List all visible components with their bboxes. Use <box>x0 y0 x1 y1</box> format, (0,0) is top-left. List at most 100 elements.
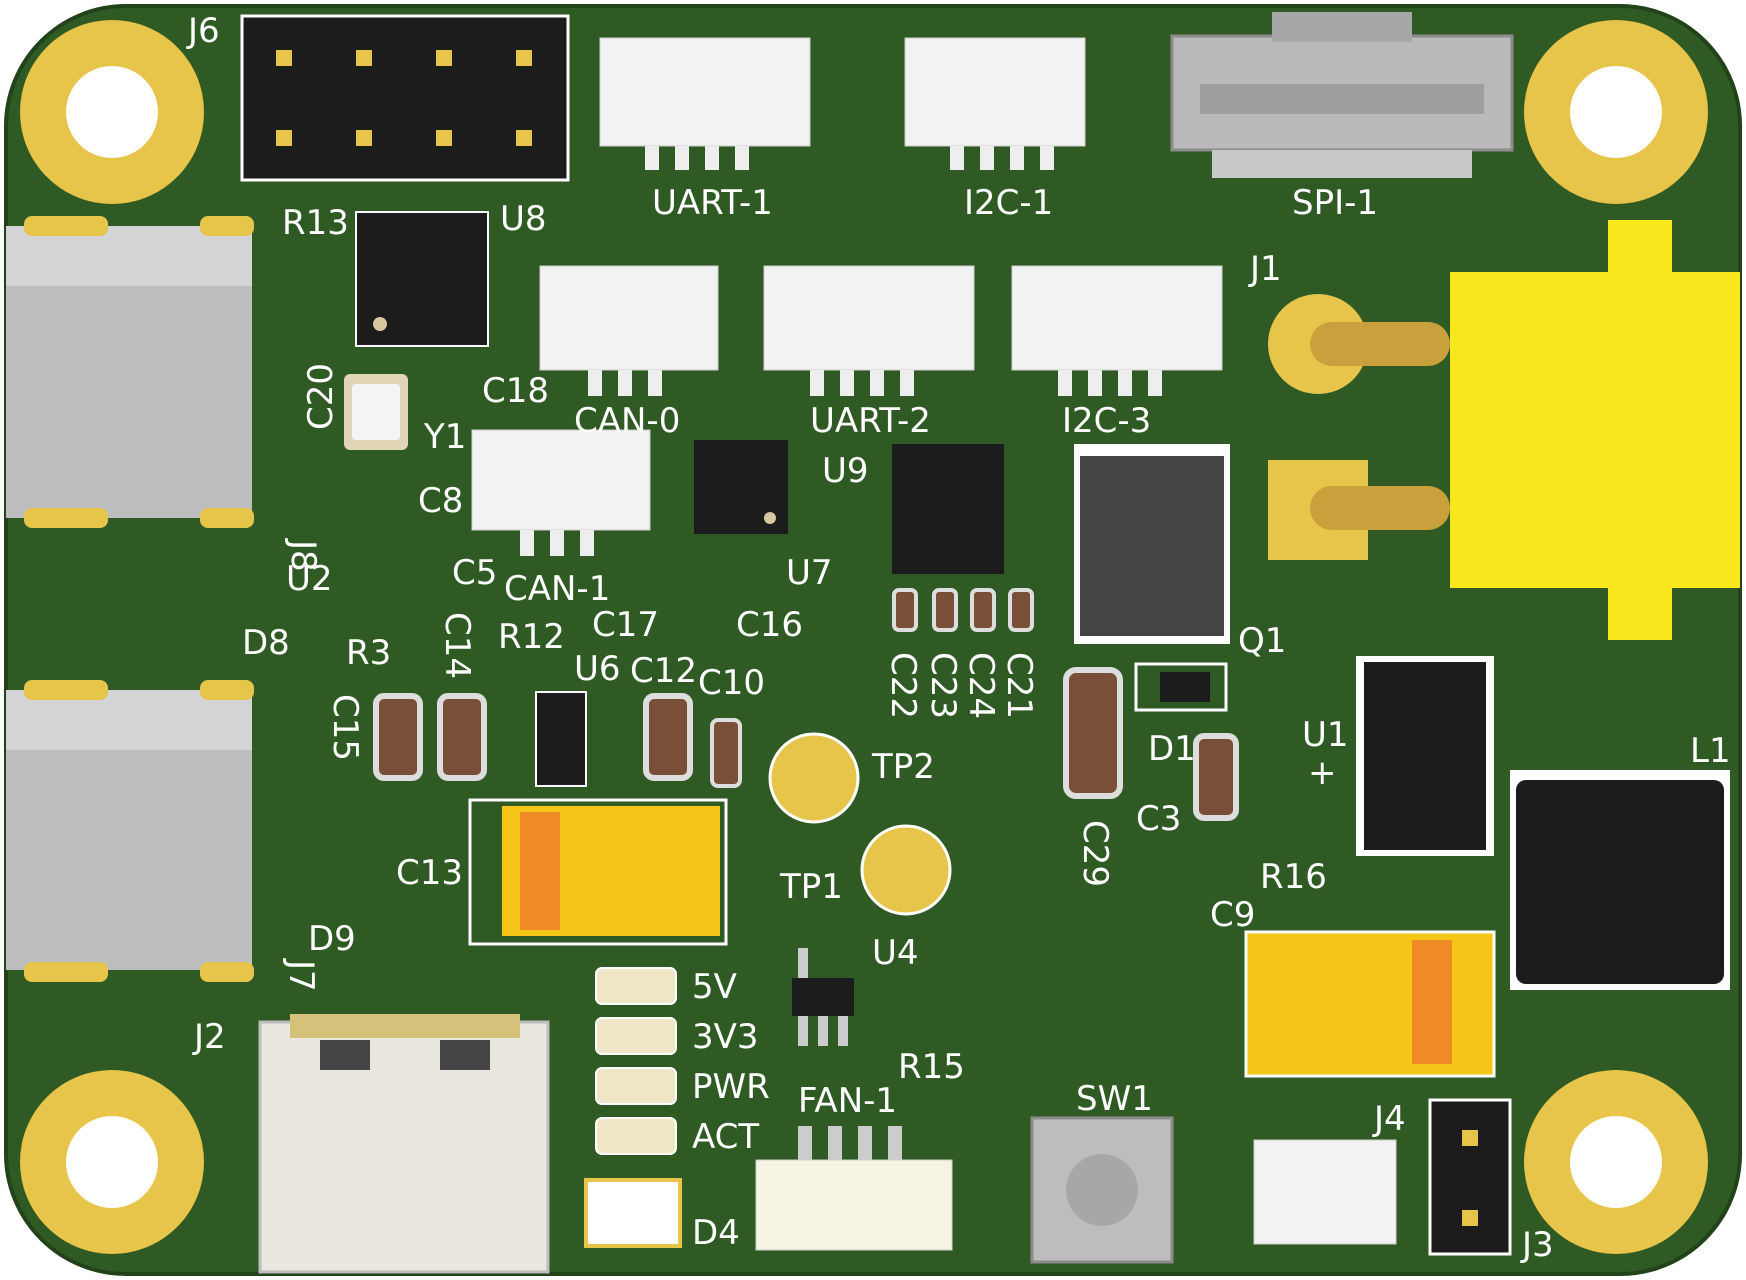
capacitor-c3 <box>1193 733 1239 821</box>
ic-u1 <box>1356 656 1494 856</box>
label-d9: D9 <box>308 919 356 959</box>
header-j6[interactable] <box>240 14 570 182</box>
capacitor-c12 <box>643 693 693 781</box>
label-c23: C23 <box>923 652 963 719</box>
capacitor-c10 <box>710 718 742 788</box>
capacitor-bank-c21-c24 <box>892 588 1034 632</box>
label-j7: J7 <box>281 958 321 992</box>
label-r16: R16 <box>1260 857 1327 897</box>
connector-uart-2[interactable] <box>763 265 975 396</box>
label-u1: U1 <box>1302 715 1349 755</box>
test-point-tp2[interactable] <box>768 732 860 824</box>
label-act: ACT <box>692 1117 759 1157</box>
header-j3[interactable] <box>1428 1098 1512 1256</box>
connector-can-1[interactable] <box>471 429 651 556</box>
led-3v3 <box>595 1017 677 1055</box>
label-r12: R12 <box>498 617 565 657</box>
mounting-hole-icon <box>20 20 204 204</box>
led-pwr <box>595 1067 677 1105</box>
ic-u6 <box>535 691 587 787</box>
label-c5: C5 <box>452 553 497 593</box>
usb-c-connector-icon[interactable] <box>258 1014 550 1274</box>
mounting-hole-icon <box>1524 1070 1708 1254</box>
capacitor-c15 <box>373 693 423 781</box>
label-q1: Q1 <box>1238 621 1286 661</box>
label-tp1: TP1 <box>779 867 843 907</box>
label-u4: U4 <box>872 933 919 973</box>
button-sw1[interactable] <box>1030 1116 1174 1264</box>
capacitor-c9 <box>1244 930 1496 1078</box>
label-uart-2: UART-2 <box>810 401 931 441</box>
label-j2: J2 <box>192 1017 226 1057</box>
label-u9: U9 <box>822 451 869 491</box>
label-c15: C15 <box>325 694 365 761</box>
ic-u4 <box>792 948 854 1046</box>
label-fan-1: FAN-1 <box>798 1081 897 1121</box>
label-u6: U6 <box>574 649 621 689</box>
label-c20: C20 <box>301 363 341 430</box>
label-u2: U2 <box>286 559 333 599</box>
label-can-1: CAN-1 <box>504 569 610 609</box>
label-c29: C29 <box>1075 820 1115 887</box>
connector-can-0[interactable] <box>539 265 719 396</box>
label-tp2: TP2 <box>871 747 935 787</box>
led-d4 <box>584 1178 682 1248</box>
label-u8: U8 <box>500 199 547 239</box>
led-5v <box>595 967 677 1005</box>
connector-j8[interactable] <box>6 216 254 528</box>
diode-d1 <box>1134 662 1228 712</box>
label-c10: C10 <box>698 663 765 703</box>
label-c16: C16 <box>736 605 803 645</box>
label-pwr: PWR <box>692 1067 770 1107</box>
label-u7: U7 <box>786 553 833 593</box>
label-c18: C18 <box>482 371 549 411</box>
connector-fan-1[interactable] <box>755 1126 953 1251</box>
connector-i2c-1[interactable] <box>904 37 1086 170</box>
label-c9: C9 <box>1210 895 1255 935</box>
label-d8: D8 <box>242 623 290 663</box>
label-c8: C8 <box>418 481 463 521</box>
inductor-l1 <box>1510 770 1730 990</box>
label-c22: C22 <box>883 652 923 719</box>
label-j3: J3 <box>1520 1225 1554 1265</box>
mounting-hole-icon <box>1524 20 1708 204</box>
relay-icon[interactable] <box>1268 220 1740 640</box>
connector-spi-1[interactable] <box>1170 12 1514 178</box>
label-i2c-3: I2C-3 <box>1062 401 1151 441</box>
label-j8: J8 <box>283 538 323 572</box>
label-c13: C13 <box>396 853 463 893</box>
label-uart-1: UART-1 <box>652 183 773 223</box>
connector-j7[interactable] <box>6 680 254 982</box>
test-point-tp1[interactable] <box>860 824 952 916</box>
label-sw1: SW1 <box>1076 1079 1153 1119</box>
label-i2c-1: I2C-1 <box>964 183 1053 223</box>
label-d1: D1 <box>1148 729 1196 769</box>
crystal-y1 <box>344 374 408 450</box>
label-j6: J6 <box>186 11 220 51</box>
label-can-0: CAN-0 <box>574 401 680 441</box>
label-r15: R15 <box>898 1047 965 1087</box>
label-c17: C17 <box>592 605 659 645</box>
capacitor-c29 <box>1063 667 1123 799</box>
label-plus: + <box>1308 753 1337 793</box>
label-r3: R3 <box>346 633 391 673</box>
ic-u7 <box>892 444 1004 574</box>
ic-u8 <box>355 211 489 347</box>
label-spi-1: SPI-1 <box>1292 183 1378 223</box>
label-5v: 5V <box>692 967 737 1007</box>
connector-i2c-3[interactable] <box>1011 265 1223 396</box>
label-d4: D4 <box>692 1213 740 1253</box>
label-c21: C21 <box>999 652 1039 719</box>
capacitor-c14 <box>437 693 487 781</box>
ic-u9 <box>694 440 788 534</box>
connector-j4[interactable] <box>1253 1139 1397 1245</box>
connector-uart-1[interactable] <box>599 37 811 170</box>
capacitor-c13 <box>468 798 728 946</box>
label-3v3: 3V3 <box>692 1017 759 1057</box>
mounting-hole-icon <box>20 1070 204 1254</box>
label-l1: L1 <box>1690 731 1731 771</box>
label-c12: C12 <box>630 651 697 691</box>
label-c14: C14 <box>437 612 477 679</box>
label-r13: R13 <box>282 203 349 243</box>
